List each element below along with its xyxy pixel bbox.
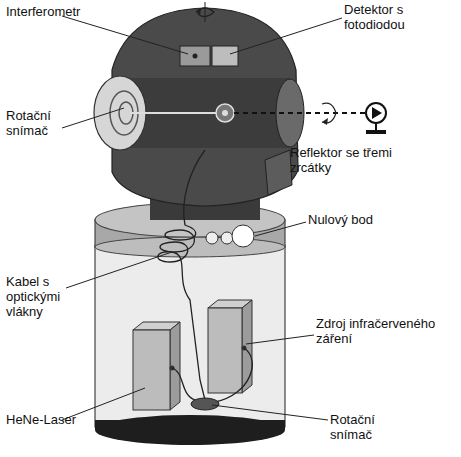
rotation-arrow xyxy=(196,8,214,17)
bottom-rotary-encoder xyxy=(191,398,219,410)
zero-point-ball xyxy=(232,225,254,247)
glass-cylinder xyxy=(95,245,285,427)
interferometer-box xyxy=(180,46,210,66)
interferometer-port xyxy=(193,54,198,59)
reflector-prism xyxy=(372,107,382,119)
beam-mirror-center xyxy=(222,110,228,116)
ir-box-side xyxy=(242,300,252,393)
rotation-arrow xyxy=(322,103,336,123)
callout-label: Reflektor se třemi zrcátky xyxy=(290,145,415,175)
base-foot xyxy=(95,415,285,445)
base-foot-band xyxy=(95,420,285,430)
reflector-base xyxy=(366,130,386,134)
reflector-stand xyxy=(375,123,377,130)
laser-box-side xyxy=(170,322,180,410)
rotation-arrow-head xyxy=(196,9,201,15)
callout-label: Rotační snímač xyxy=(6,108,66,138)
leader-line xyxy=(255,222,306,236)
leader-line xyxy=(62,108,124,128)
inner-beam xyxy=(130,112,225,114)
callout-label: HeNe-Laser xyxy=(6,412,116,427)
leader-line xyxy=(230,18,342,54)
callout-label: Rotační snímač xyxy=(330,412,400,442)
ir-cable xyxy=(215,348,252,402)
callout-label: Detektor s fotodiodou xyxy=(344,2,444,32)
laser-beam xyxy=(234,112,365,114)
leader-lines xyxy=(62,16,342,420)
leader-line xyxy=(212,405,328,420)
leader-line xyxy=(62,16,188,54)
ir-source-box xyxy=(208,308,242,393)
callout-label: Nulový bod xyxy=(308,212,418,227)
zero-point-pin xyxy=(206,232,218,244)
detector-box xyxy=(212,46,238,66)
reflector-sphere xyxy=(366,103,386,123)
callout-label: Interferometr xyxy=(6,4,116,19)
callout-label: Kabel s optickými vlákny xyxy=(6,274,81,319)
hene-laser-box xyxy=(133,330,170,410)
beam-mirror xyxy=(216,104,234,122)
head-side-panel xyxy=(265,150,292,195)
zero-point-pin xyxy=(221,232,233,244)
vertical-axis xyxy=(205,2,206,22)
leader-line xyxy=(66,252,172,288)
base-band-lower xyxy=(95,237,285,257)
callout-label: Zdroj infračerveného záření xyxy=(316,316,456,346)
rotation-arrow-head xyxy=(322,118,328,125)
laser-cable xyxy=(172,368,195,400)
leader-line xyxy=(246,335,314,344)
